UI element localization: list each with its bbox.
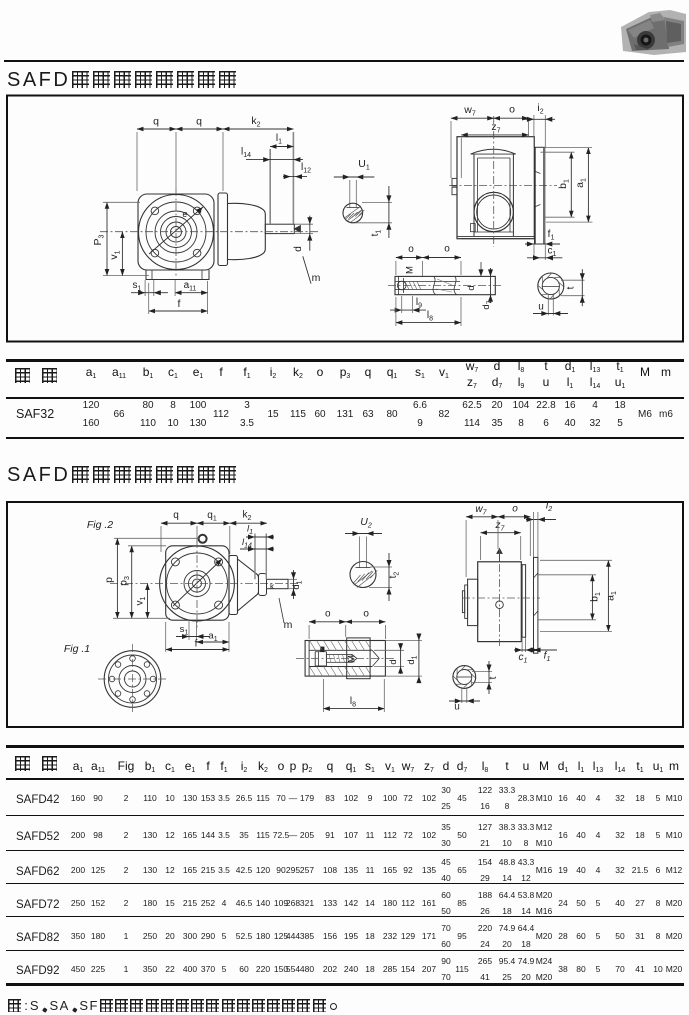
svg-text:o: o (408, 244, 414, 255)
svg-text:p: p (103, 577, 115, 583)
svg-text:l12: l12 (301, 162, 311, 175)
svg-text:o: o (325, 609, 331, 620)
svg-text:l8: l8 (427, 310, 433, 323)
svg-text:Fig .1: Fig .1 (64, 643, 90, 655)
svg-text:a1: a1 (574, 178, 588, 188)
svg-text:o: o (363, 609, 369, 620)
svg-text:f1: f1 (548, 229, 555, 242)
svg-text:l8: l8 (350, 696, 356, 709)
svg-text:t1: t1 (370, 230, 383, 237)
svg-text:u: u (454, 702, 460, 713)
svg-text:Fig .2: Fig .2 (87, 519, 113, 531)
svg-text:q: q (173, 510, 179, 521)
svg-text:t: t (488, 676, 499, 679)
svg-text:l1: l1 (247, 524, 253, 537)
svg-text:l14: l14 (241, 147, 251, 160)
svg-text:s1: s1 (133, 280, 142, 293)
svg-text:d1: d1 (406, 655, 419, 664)
svg-text:i2: i2 (537, 102, 543, 116)
svg-text:d: d (388, 659, 399, 664)
svg-text:e: e (182, 209, 187, 219)
svg-text:o: o (444, 244, 450, 255)
svg-text:w7: w7 (475, 504, 487, 517)
svg-text:t: t (566, 286, 577, 289)
svg-text:l9: l9 (416, 297, 422, 310)
svg-text:c1: c1 (519, 652, 528, 665)
svg-text:o: o (512, 504, 518, 515)
svg-text:v1: v1 (108, 250, 122, 259)
svg-text:q: q (196, 116, 202, 128)
svg-text:a1: a1 (605, 591, 619, 601)
svg-text:v1: v1 (135, 596, 148, 605)
svg-text:c1: c1 (548, 246, 557, 259)
svg-text:f1: f1 (544, 651, 551, 664)
svg-text:m: m (284, 619, 293, 631)
svg-text:t2: t2 (388, 572, 401, 579)
svg-text:q: q (153, 116, 159, 128)
svg-text:k2: k2 (243, 510, 252, 523)
svg-text:a11: a11 (184, 280, 197, 293)
svg-text:d1: d1 (291, 580, 304, 589)
svg-text:m: m (312, 272, 321, 284)
svg-text:k: k (270, 582, 275, 591)
svg-text:b1: b1 (557, 179, 571, 189)
svg-text:z7: z7 (491, 121, 500, 135)
svg-text:d7: d7 (481, 300, 494, 309)
svg-text:u: u (538, 302, 544, 313)
svg-text:q1: q1 (207, 510, 217, 523)
svg-text:o: o (509, 104, 515, 116)
svg-text:M: M (347, 655, 358, 663)
svg-text:P3: P3 (92, 234, 106, 245)
svg-text:f: f (195, 639, 198, 650)
svg-text:w7: w7 (463, 104, 476, 118)
svg-text:i2: i2 (546, 500, 552, 514)
svg-text:s1: s1 (180, 624, 189, 637)
svg-text:f: f (178, 298, 181, 310)
svg-text:l14: l14 (242, 537, 252, 550)
svg-text:M: M (405, 266, 416, 274)
svg-text:U1: U1 (358, 158, 370, 172)
svg-text:d: d (466, 285, 477, 290)
svg-text:l1: l1 (276, 133, 282, 146)
svg-text:z7: z7 (495, 520, 506, 533)
svg-text:U2: U2 (360, 516, 372, 530)
svg-text:k2: k2 (251, 115, 260, 129)
svg-text:d: d (293, 246, 304, 252)
svg-text:a1: a1 (208, 631, 217, 644)
svg-text:b1: b1 (589, 592, 603, 602)
svg-text:p3: p3 (118, 576, 132, 586)
